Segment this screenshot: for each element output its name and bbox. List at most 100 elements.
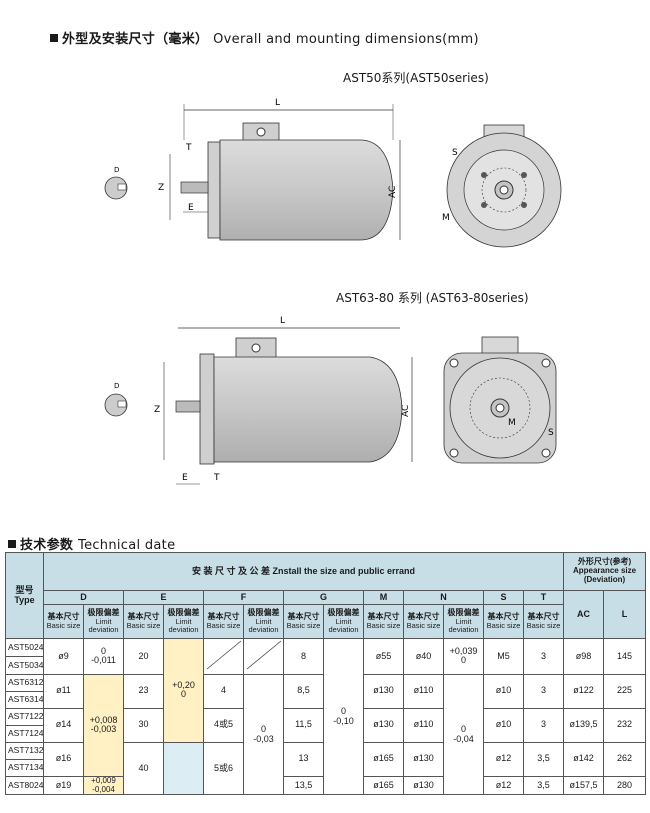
series-title-ast50: AST50系列(AST50series) [343,71,489,85]
t-cell: 3 [523,707,564,743]
header-AC: AC [563,590,604,639]
bullet-square-icon [50,34,58,42]
g-dev-cell: 0-0,10 [323,637,364,796]
dim-label-Z: Z [158,183,164,193]
group-E: E [123,590,204,605]
g-basic-cell: 11,5 [283,707,324,743]
header-appearance-size: 外形尺寸(参考)Appearance size(Deviation) [562,552,647,591]
dim-label-E2: E [182,473,188,483]
n-cell: ø110 [403,707,444,743]
type-cell: AST6312 [5,673,44,692]
header-L: L [602,590,647,639]
ac-cell: ø122 [563,673,604,709]
f-basic-cell: 5或6 [203,741,244,796]
n-cell: ø40 [403,638,444,675]
d-basic-cell: ø14 [43,707,84,743]
dim-label-T2: T [213,473,220,483]
g-basic-cell: 13,5 [283,775,324,796]
n-cell: ø130 [403,775,444,796]
bullet-square-icon [8,540,16,548]
t-cell: 3,5 [523,741,564,777]
l-cell: 232 [602,707,647,743]
g-basic-cell: 13 [283,741,324,777]
s-cell: ø10 [483,673,524,709]
d-basic-cell: ø11 [43,673,84,709]
d-basic-cell: ø16 [43,741,84,777]
ast50-front-view-drawing: S M [442,124,562,248]
ac-cell: ø157,5 [563,775,604,796]
n-cell: ø110 [403,673,444,709]
dim-label-S-front1: S [452,148,458,158]
dim-label-E: E [188,203,194,213]
dim-label-M-front1: M [442,213,450,223]
dim-label-AC: AC [388,186,398,198]
m-cell: ø165 [363,741,404,777]
group-T: T [523,590,564,605]
dim-label-S-front2: S [548,428,554,438]
dim-label-L: L [275,98,280,108]
m-cell: ø130 [363,673,404,709]
f-dev-cell: 0-0,03 [243,673,284,796]
group-N: N [403,590,484,605]
e-basic-cell: 30 [123,707,164,743]
l-cell: 145 [602,638,647,675]
s-cell: M5 [483,638,524,675]
group-D: D [43,590,124,605]
t-cell: 3 [523,673,564,709]
ac-cell: ø142 [563,741,604,777]
e-basic-cell: 20 [123,638,164,675]
group-G: G [283,590,364,605]
f-basic-cell: 4或5 [203,707,244,743]
type-cell: AST7134 [5,758,44,777]
dim-label-AC2: AC [401,405,411,417]
type-cell: AST8024 [5,775,44,796]
n-dev-cell: 0-0,04 [443,673,484,796]
dim-label-T: T [185,143,192,153]
dim-label-D2: D [114,382,119,390]
d-basic-cell: ø9 [43,638,84,675]
ast63-shaft-section-drawing: D [104,382,128,417]
type-cell: AST7124 [5,724,44,743]
t-cell: 3 [523,638,564,675]
e-basic-cell: 40 [123,741,164,796]
m-cell: ø55 [363,638,404,675]
diagonal-slash-icon [206,640,241,670]
ast63-80-side-view-drawing: L AC Z E T [154,316,413,485]
section-title-dimensions: 外型及安装尺寸（毫米） Overall and mounting dimensi… [50,28,479,47]
m-cell: ø165 [363,775,404,796]
dim-label-D: D [114,166,119,174]
dim-label-Z2: Z [154,405,160,415]
ac-cell: ø139,5 [563,707,604,743]
ast50-side-view-drawing: L AC Z T E [158,98,401,241]
d-dev-cell: +0,008-0,003 [83,673,124,777]
f-dev-empty-cell [243,638,284,675]
f-basic-cell: 4 [203,673,244,709]
header-install-size: 安 装 尺 寸 及 公 差 Znstall the size and publi… [43,552,564,591]
d-dev-cell: 0-0,011 [83,638,124,675]
series-title-ast63-80: AST63-80 系列 (AST63-80series) [336,291,529,305]
s-cell: ø12 [483,775,524,796]
type-cell: AST6314 [5,690,44,709]
diagonal-slash-icon [246,640,281,670]
group-S: S [483,590,524,605]
d-basic-cell: ø19 [43,775,84,796]
ast50-shaft-section-drawing: D [104,166,128,200]
dim-label-L2: L [280,316,285,326]
